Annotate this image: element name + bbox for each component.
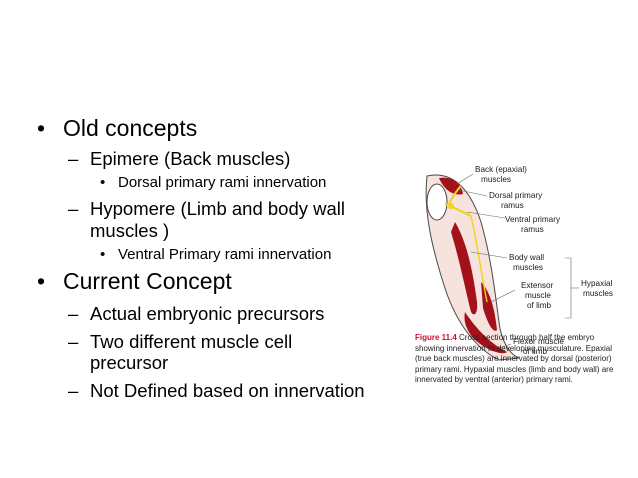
caption-line-1: Cross section through half the embryo xyxy=(456,333,595,342)
caption-line-4: primary rami. Hypaxial muscles (limb and… xyxy=(415,364,614,374)
dash-marker: – xyxy=(68,198,79,219)
dash-marker: – xyxy=(68,303,79,324)
sub-actual-precursors: Actual embryonic precursors xyxy=(90,303,325,324)
ventral-ramus-branch xyxy=(470,215,488,303)
sub-two-cell-line1: Two different muscle cell xyxy=(90,331,293,352)
caption-figure-number: Figure 11.4 xyxy=(415,333,457,342)
sub-not-defined: Not Defined based on innervation xyxy=(90,380,365,401)
embryo-cross-section-figure: Back (epaxial) muscles Dorsal primary ra… xyxy=(425,165,613,361)
label-flexor: Flexor muscle xyxy=(513,337,564,346)
label-ventral-ramus: ramus xyxy=(521,225,544,234)
label-back-muscles: muscles xyxy=(481,175,511,184)
bullet-marker: • xyxy=(100,174,106,191)
label-dorsal-ramus: ramus xyxy=(501,201,524,210)
label-extensor-muscle: muscle xyxy=(525,291,551,300)
dorsal-ramus-nerve xyxy=(448,185,462,205)
sub-hypomere-line2: muscles ) xyxy=(90,220,170,241)
ventral-ramus-nerve xyxy=(444,202,472,217)
body-wall-muscle xyxy=(451,222,478,315)
label-hypaxial: Hypaxial xyxy=(581,279,613,288)
subsub-dorsal-rami: Dorsal primary rami innervation xyxy=(118,174,327,191)
dash-marker: – xyxy=(68,380,79,401)
flexor-muscle xyxy=(464,312,507,354)
figure-caption: Figure 11.4 Cross section through half t… xyxy=(415,333,627,386)
leader-lines xyxy=(456,173,579,349)
sub-epimere: Epimere (Back muscles) xyxy=(90,148,291,169)
label-body-wall: Body wall xyxy=(509,253,544,262)
dash-marker: – xyxy=(68,148,79,169)
label-back-epaxial: Back (epaxial) xyxy=(475,165,527,174)
sub-two-cell-line2: precursor xyxy=(90,352,169,373)
subsub-ventral-rami: Ventral Primary rami innervation xyxy=(118,246,332,263)
label-body-wall-muscles: muscles xyxy=(513,263,543,272)
caption-line-2: showing innervation to developing muscul… xyxy=(415,343,613,353)
label-extensor: Extensor xyxy=(521,281,554,290)
bullet-current-concept: Current Concept xyxy=(63,268,232,294)
label-dorsal-primary: Dorsal primary xyxy=(489,191,543,200)
label-ventral-primary: Ventral primary xyxy=(505,215,561,224)
caption-line-5: innervated by ventral (anterior) primary… xyxy=(415,375,573,385)
neural-tube xyxy=(426,183,448,221)
bullet-old-concepts: Old concepts xyxy=(63,115,198,141)
spinal-ganglion xyxy=(448,203,454,209)
label-flexor-of-limb: of limb xyxy=(523,347,548,356)
bullet-marker: • xyxy=(37,268,46,294)
label-extensor-of-limb: of limb xyxy=(527,301,552,310)
sub-hypomere-line1: Hypomere (Limb and body wall xyxy=(90,198,346,219)
caption-line-3: (true back muscles) are innervated by do… xyxy=(415,354,612,364)
bullet-marker: • xyxy=(100,246,106,263)
label-hypaxial-muscles: muscles xyxy=(583,289,613,298)
body-wall-tissue xyxy=(425,174,520,361)
bullet-marker: • xyxy=(37,115,46,141)
dash-marker: – xyxy=(68,331,79,352)
